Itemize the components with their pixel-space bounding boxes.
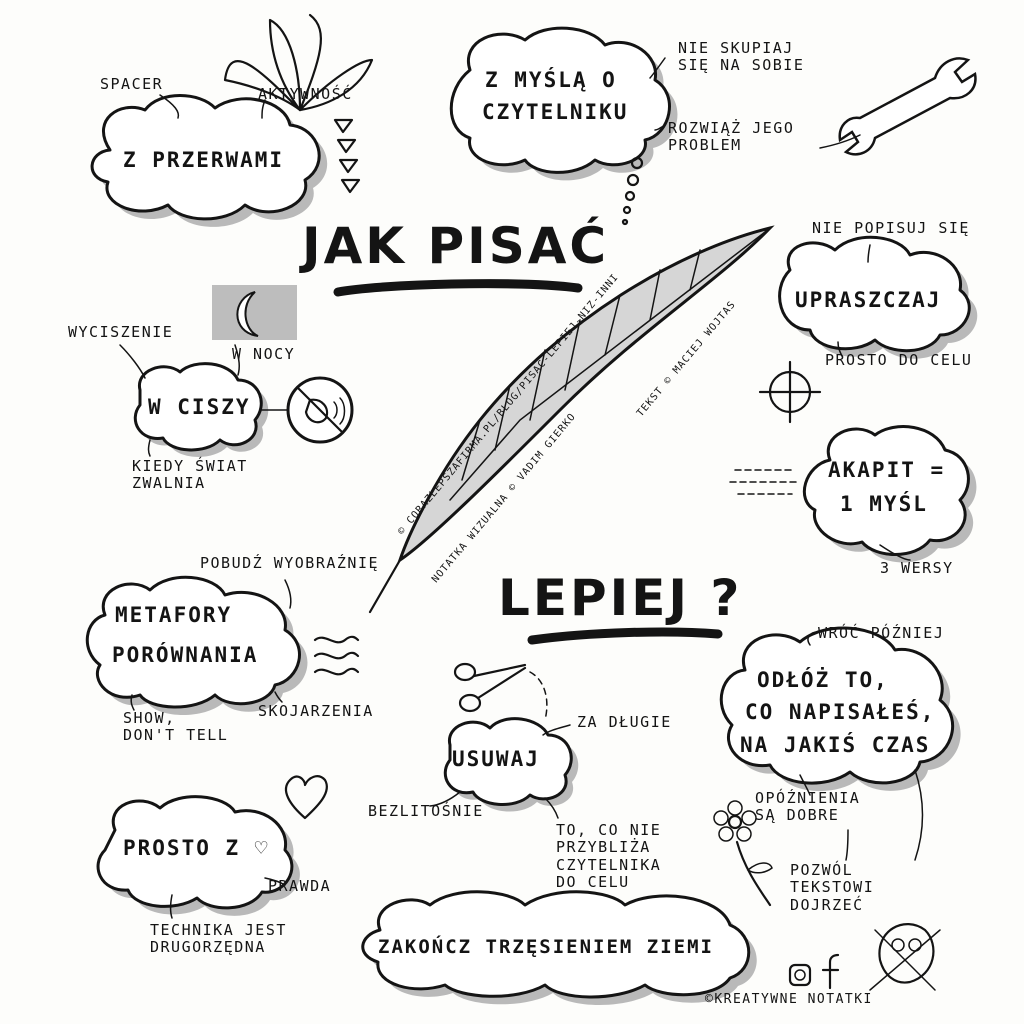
note-wroc-pozniej: WRÓĆ PÓŹNIEJ	[818, 624, 945, 642]
waves-icon	[313, 635, 360, 676]
cloud-metafory	[85, 575, 308, 716]
cloud-upraszczaj	[778, 235, 978, 359]
node-odloz-title-3: NA JAKIŚ CZAS	[740, 733, 931, 757]
node-odloz-title-1: ODŁÓŻ TO,	[757, 668, 889, 692]
connectors	[119, 57, 924, 919]
node-czytelnik-title-2: CZYTELNIKU	[482, 100, 629, 124]
plant-icon	[223, 13, 374, 112]
note-skojarzenia: SKOJARZENIA	[258, 702, 374, 720]
title-underline	[333, 279, 583, 297]
note-opoznienia: OPÓŹNIENIA SĄ DOBRE	[755, 789, 861, 825]
note-pobudz: POBUDŹ WYOBRAŹNIĘ	[200, 554, 380, 572]
cloud-akapit	[802, 425, 977, 563]
node-czytelnik-title-1: Z MYŚLĄ O	[485, 68, 617, 92]
note-spacer: SPACER	[100, 75, 164, 93]
arrows-icon	[333, 118, 361, 194]
node-przerwy-title: Z PRZERWAMI	[123, 148, 285, 172]
note-wyciszenie: WYCISZENIE	[68, 323, 174, 341]
node-cisza-title: W CISZY	[148, 395, 251, 419]
node-upraszczaj-title: UPRASZCZAJ	[795, 288, 942, 312]
scissors-icon	[453, 662, 548, 721]
thought-bubbles	[621, 156, 644, 226]
cloud-zakoncz	[361, 890, 757, 1006]
cloud-cisza	[133, 362, 269, 457]
moon-icon	[212, 285, 297, 340]
no-sound-icon	[286, 376, 354, 444]
cloud-odloz	[719, 626, 961, 792]
page-subtitle: LEPIEJ ?	[498, 569, 743, 627]
note-show-dont-tell: SHOW, DON'T TELL	[123, 709, 229, 745]
note-rozwiaz: ROZWIĄŻ JEGO PROBLEM	[668, 119, 795, 155]
note-nie-skupiaj: NIE SKUPIAJ SIĘ NA SOBIE	[678, 39, 805, 75]
node-metafory-title-2: PORÓWNANIA	[112, 643, 259, 667]
cloud-usuwaj	[443, 717, 579, 812]
cloud-prosto	[96, 795, 300, 916]
node-odloz-title-2: CO NAPISAŁEŚ,	[745, 700, 936, 724]
node-usuwaj-title: USUWAJ	[452, 747, 540, 771]
flower-icon	[713, 800, 773, 907]
note-aktywnosc: AKTYWNOŚĆ	[258, 85, 353, 103]
note-pozwol: POZWÓL TEKSTOWI DOJRZEĆ	[790, 861, 875, 914]
page-title: JAK PISAĆ	[302, 217, 610, 275]
node-akapit-title-1: AKAPIT =	[828, 458, 946, 482]
node-metafory-title-1: METAFORY	[115, 603, 233, 627]
paragraph-lines-icon	[729, 469, 801, 495]
note-nie-przybliza: TO, CO NIE PRZYBLIŻA CZYTELNIKA DO CELU	[556, 821, 662, 891]
note-technika: TECHNIKA JEST DRUGORZĘDNA	[150, 921, 287, 957]
subtitle-underline	[527, 627, 723, 645]
feather-icon	[368, 225, 775, 614]
note-prosto-do-celu: PROSTO DO CELU	[825, 351, 973, 369]
copyright-footer: ©KREATYWNE NOTATKI	[705, 992, 873, 1007]
wrench-icon	[838, 57, 977, 156]
note-za-dlugie: ZA DŁUGIE	[577, 713, 672, 731]
node-akapit-title-2: 1 MYŚL	[840, 492, 928, 516]
cloud-przerwy	[90, 94, 328, 227]
target-icon	[758, 360, 822, 424]
note-kiedy-swiat: KIEDY ŚWIAT ZWALNIA	[132, 457, 248, 493]
node-prosto-title: PROSTO Z ♡	[123, 836, 270, 860]
cloud-czytelnik	[449, 26, 678, 181]
note-nie-popisuj: NIE POPISUJ SIĘ	[812, 219, 970, 237]
note-bezlitosnie: BEZLITOŚNIE	[368, 802, 484, 820]
note-prawda: PRAWDA	[268, 877, 332, 895]
owl-icon	[869, 923, 941, 991]
heart-icon	[284, 775, 328, 820]
note-w-nocy: W NOCY	[232, 345, 296, 363]
node-zakoncz-title: ZAKOŃCZ TRZĘSIENIEM ZIEMI	[378, 936, 714, 958]
instagram-icon	[788, 963, 812, 987]
note-3-wersy: 3 WERSY	[880, 559, 954, 577]
facebook-icon	[821, 953, 840, 990]
